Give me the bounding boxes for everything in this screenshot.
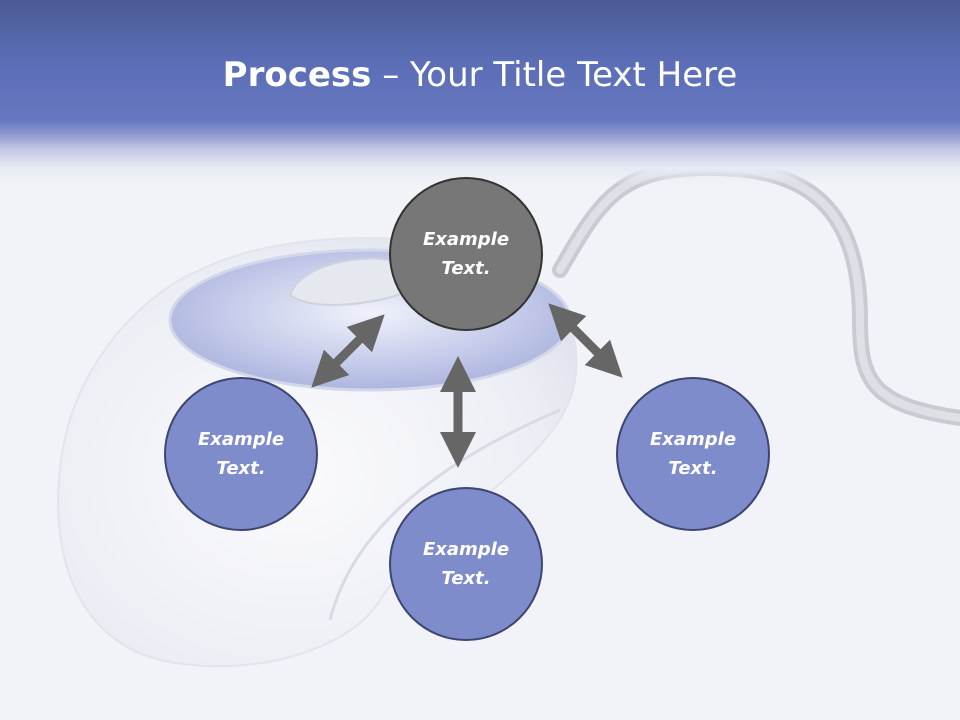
center-node: Example Text. bbox=[389, 177, 543, 331]
right-node-line2: Text. bbox=[668, 458, 718, 479]
right-node-line1: Example bbox=[649, 429, 737, 450]
bottom-node-line1: Example bbox=[422, 539, 510, 560]
title-rest: Your Title Text Here bbox=[410, 55, 738, 95]
title-band bbox=[0, 0, 960, 185]
left-node-line2: Text. bbox=[216, 458, 266, 479]
right-node: Example Text. bbox=[616, 377, 770, 531]
arrow-right-diagonal bbox=[548, 303, 623, 378]
left-node-line1: Example bbox=[197, 429, 285, 450]
arrow-left-diagonal bbox=[311, 314, 385, 388]
slide-title: Process – Your Title Text Here bbox=[0, 50, 960, 100]
title-bold: Process bbox=[222, 55, 372, 95]
center-node-line1: Example bbox=[422, 229, 510, 250]
bottom-node: Example Text. bbox=[389, 487, 543, 641]
title-dash: – bbox=[371, 55, 411, 95]
left-node: Example Text. bbox=[164, 377, 318, 531]
bottom-node-line2: Text. bbox=[441, 568, 491, 589]
center-node-line2: Text. bbox=[441, 258, 491, 279]
